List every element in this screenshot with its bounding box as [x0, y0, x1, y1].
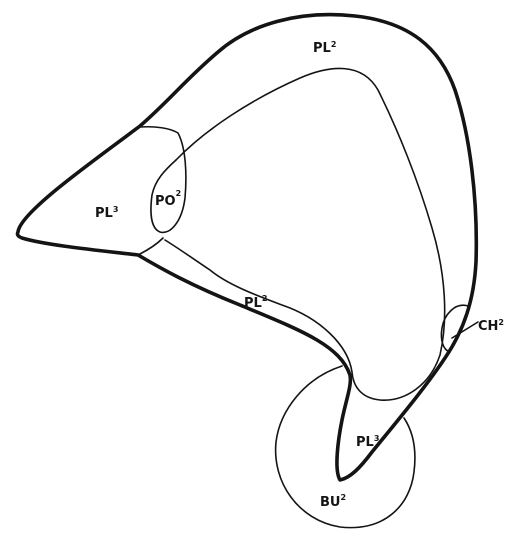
- label-pl-bottom: PL3: [356, 434, 379, 450]
- label-pl-top: PL2: [313, 40, 336, 56]
- left-divider: [137, 237, 164, 256]
- inner-outline: [164, 67, 446, 401]
- bu-region-boundary: [274, 365, 416, 529]
- label-ch: CH2: [478, 318, 504, 334]
- label-po: PO2: [155, 189, 181, 209]
- outer-outline: [15, 12, 479, 482]
- label-bu: BU2: [320, 493, 346, 510]
- ch-region-boundary: [440, 304, 469, 353]
- label-pl-mid: PL2: [244, 294, 267, 311]
- po-region-boundary: [139, 125, 187, 234]
- label-pl-left: PL3: [95, 205, 118, 221]
- ch-leader-line: [451, 321, 479, 339]
